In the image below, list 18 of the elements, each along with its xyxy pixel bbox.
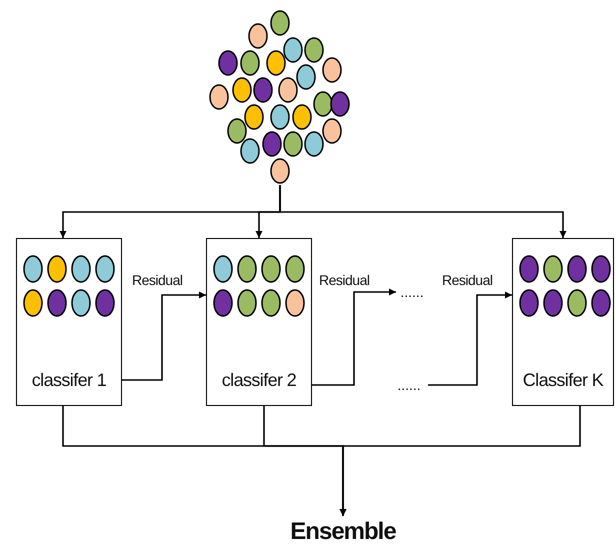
classifier-label: Classifer K	[522, 370, 604, 391]
edge-label: Residual	[441, 272, 494, 288]
classifier-box	[206, 238, 312, 406]
edge-label: Residual	[131, 272, 184, 288]
classifier-box	[512, 238, 614, 406]
ellipsis-text: ......	[397, 377, 421, 393]
classifier-label: classifer 1	[30, 370, 108, 391]
connector-arrow	[340, 406, 581, 516]
connector-arrow	[279, 185, 566, 238]
connector-arrow	[428, 292, 512, 386]
data-points-drawing	[209, 9, 352, 185]
classifier-box	[16, 238, 122, 406]
ellipsis-text: ......	[400, 284, 424, 300]
connector-arrow	[312, 288, 396, 386]
classifier-label: classifer 2	[220, 370, 298, 391]
edge-label: Residual	[318, 272, 370, 288]
output-label: Ensemble	[290, 518, 396, 546]
connector-arrow	[122, 292, 206, 381]
